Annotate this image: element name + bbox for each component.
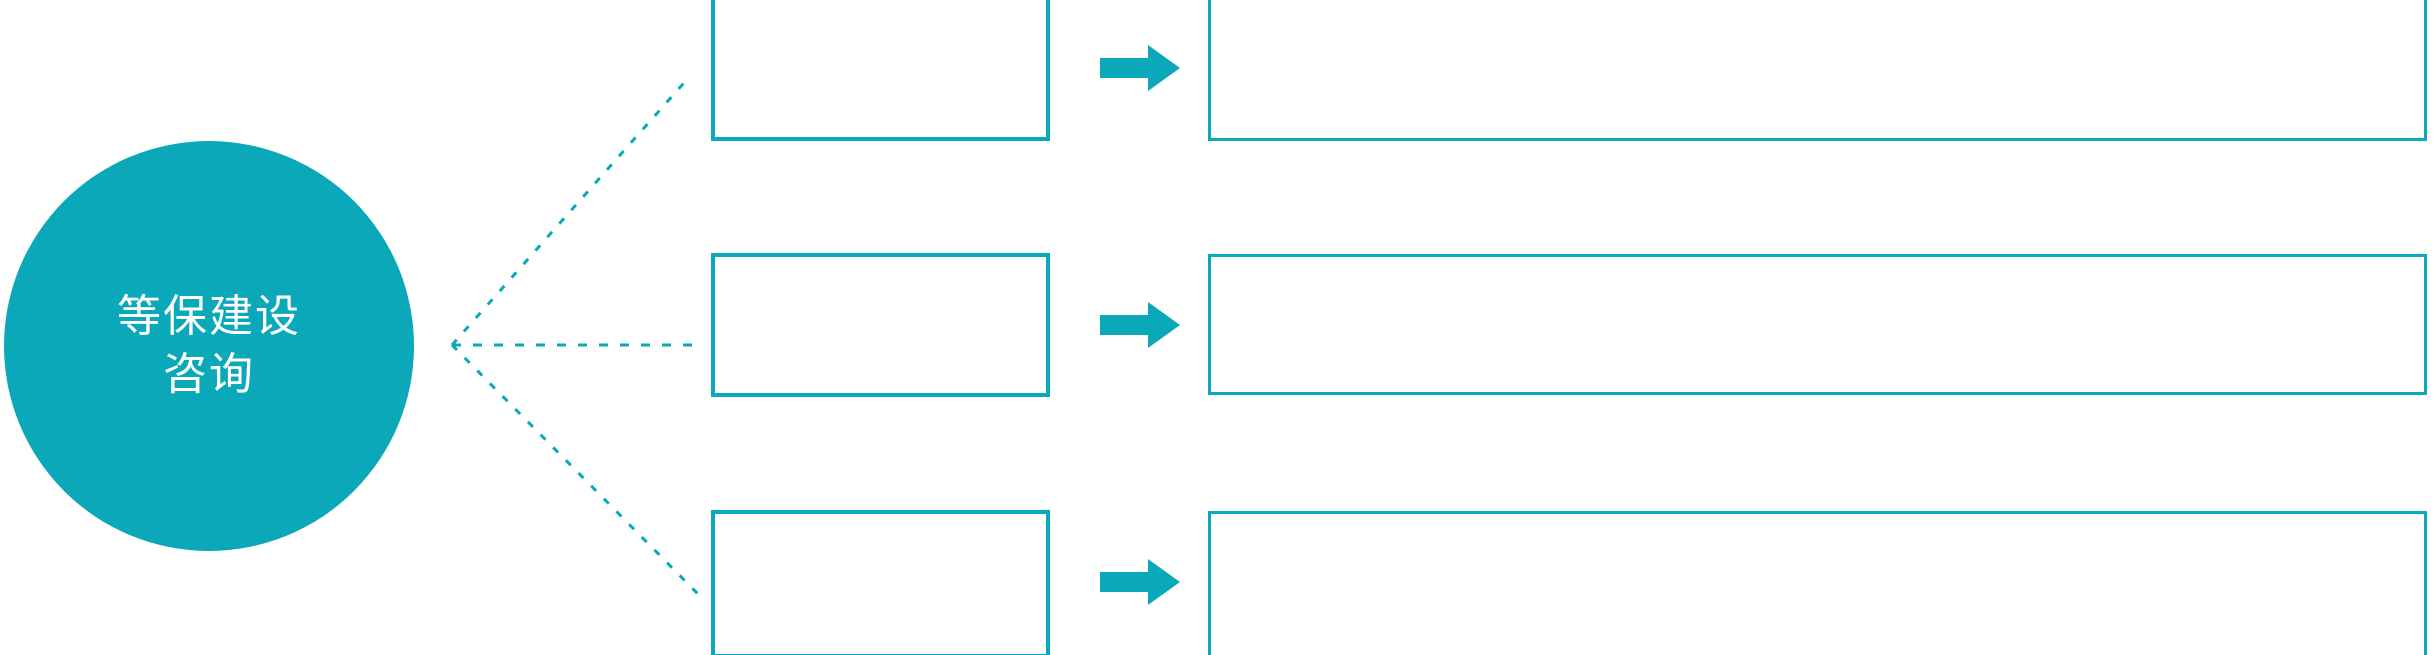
row-1-detail-box[interactable] — [1208, 0, 2427, 141]
row-1-category-box[interactable] — [711, 0, 1050, 141]
row-2-detail-box[interactable] — [1208, 254, 2427, 395]
hub-circle-node[interactable]: 等保建设 咨询 — [4, 141, 414, 551]
row-3-category-box[interactable] — [711, 510, 1050, 655]
diagram-row-2 — [0, 0, 2434, 397]
connector-branch-bottom — [450, 343, 702, 598]
row-3-detail-box[interactable] — [1208, 511, 2427, 655]
row-2-right-arrow-icon — [1100, 302, 1180, 348]
hub-title-line-2: 咨询 — [163, 350, 255, 399]
row-2-category-box[interactable] — [711, 253, 1050, 397]
hub-title-line-1: 等保建设 — [117, 291, 301, 341]
row-1-right-arrow-icon — [1100, 45, 1180, 91]
row-3-right-arrow-icon — [1100, 559, 1180, 605]
diagram-row-1 — [0, 0, 2434, 145]
